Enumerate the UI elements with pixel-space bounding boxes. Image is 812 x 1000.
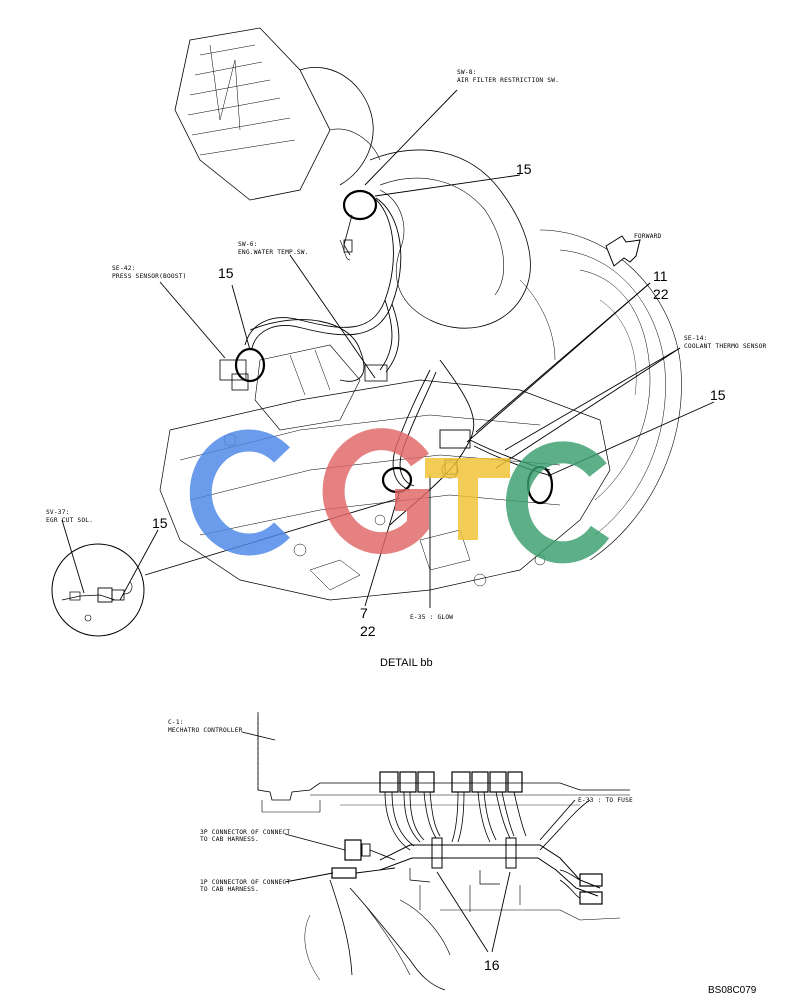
se14-desc: COOLANT THERMO SENSOR [684,343,767,350]
controller-illustration [257,712,630,991]
sv37-code: SV-37: [46,509,70,516]
callout-numbers: 15 15 11 22 15 15 7 22 [152,161,726,639]
bottom-leader-lines [241,731,576,953]
detail-circle-sv37 [51,543,145,637]
air-cleaner-body [174,27,331,201]
p1-line2: TO CAB HARNESS. [200,886,259,893]
watermark-letter-g [322,428,430,555]
callout-7: 7 [360,605,368,621]
watermark-letter-t [425,458,510,540]
engine-block [159,379,611,601]
top-labels: SW-8: AIR FILTER RESTRICTION SW. SW-6: E… [46,69,767,621]
c1-desc: MECHATRO CONTROLLER [168,727,243,734]
p1-line1: 1P CONNECTOR OF CONNECT [200,879,290,886]
forward-label: FORWARD [634,233,662,240]
callout-16: 16 [484,957,500,973]
forward-arrow-icon [605,235,641,267]
c1-code: C-1: [168,719,184,726]
se42-desc: PRESS SENSOR(BOOST) [112,273,187,280]
callout-15-right: 15 [710,387,726,403]
clamp-15-left [219,347,266,391]
mechatro-controller [257,712,630,801]
bottom-labels: C-1: MECHATRO CONTROLLER E-33 : TO FUSE … [168,719,633,973]
drawing-code: BS08C079 [708,985,757,996]
callout-22-top: 22 [653,286,669,302]
watermark-letter-c2 [505,441,610,564]
callout-15-top: 15 [516,161,532,177]
p3-line2: TO CAB HARNESS. [200,836,259,843]
p3-line1: 3P CONNECTOR OF CONNECT [200,829,290,836]
sw6-desc: ENG.WATER TEMP.SW. [238,249,309,256]
sw8-desc: AIR FILTER RESTRICTION SW. [457,77,559,84]
se42-code: SE-42: [112,265,136,272]
clamp-15-top [342,189,378,256]
callout-11: 11 [653,268,668,284]
callout-15-detail: 15 [152,515,168,531]
watermark-logo [189,428,610,564]
watermark-letter-c1 [189,429,290,556]
sv37-desc: EGR CUT SOL. [46,517,93,524]
e35-label: E-35 : GLOW [410,614,453,621]
detail-caption: DETAIL bb [380,657,433,669]
callout-22-bottom: 22 [360,623,376,639]
sw6-code: SW-6: [238,241,258,248]
se14-code: SE-14: [684,335,708,342]
e33-label: E-33 : TO FUSE [578,797,633,804]
sw8-code: SW-8: [457,69,477,76]
callout-15-left: 15 [218,265,234,281]
intake-duct [369,149,531,329]
